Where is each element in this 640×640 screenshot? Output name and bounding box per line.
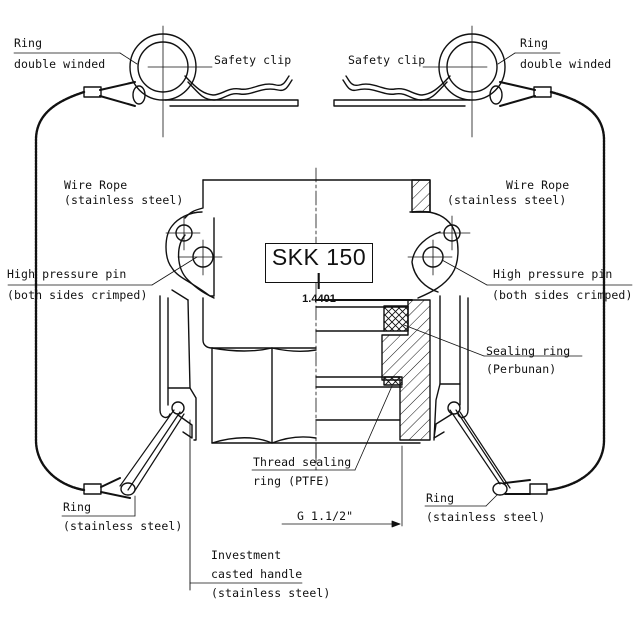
label-sealing-ring-line1: Sealing ring <box>486 344 571 358</box>
label-wire-rope-left-line1: Wire Rope <box>64 178 128 192</box>
label-pin-left-line2: (both sides crimped) <box>7 288 148 302</box>
label-ring-top-left-line1: Ring <box>14 36 43 50</box>
label-ring-top-right-line2: double winded <box>520 57 612 71</box>
leader-lines <box>7 52 633 584</box>
label-thread-sealing-line2: ring (PTFE) <box>253 474 331 488</box>
label-ring-bottom-right-line2: (stainless steel) <box>426 510 546 524</box>
label-wire-rope-left-line2: (stainless steel) <box>64 193 184 207</box>
label-handle-line2: casted handle <box>211 567 303 581</box>
nameplate-model: SKK 150 I <box>271 244 367 294</box>
label-thread-sealing-line1: Thread sealing <box>253 455 352 469</box>
label-ring-bottom-left-line2: (stainless steel) <box>63 519 183 533</box>
nameplate-material: 1.4401 <box>302 293 336 305</box>
handle-left <box>119 289 197 591</box>
cam-arm-left <box>165 211 223 299</box>
label-pin-right-line1: High pressure pin <box>493 267 613 281</box>
safety-clip-right <box>333 75 471 107</box>
label-ring-top-left-line2: double winded <box>14 57 106 71</box>
label-safety-clip-right: Safety clip <box>348 53 426 67</box>
label-pin-right-line2: (both sides crimped) <box>492 288 633 302</box>
wire-rope-right <box>546 90 606 492</box>
wire-rope-left <box>34 90 86 492</box>
label-thread-size: G 1.1/2" <box>297 509 354 523</box>
nameplate: SKK 150 I 1.4401 <box>265 243 373 305</box>
label-handle-line3: (stainless steel) <box>211 586 331 600</box>
label-wire-rope-right-line1: Wire Rope <box>506 178 570 192</box>
label-ring-top-right-line1: Ring <box>520 36 549 50</box>
ring-double-winded-right <box>422 25 506 138</box>
label-pin-left-line1: High pressure pin <box>7 267 127 281</box>
label-sealing-ring-line2: (Perbunan) <box>486 362 557 376</box>
label-ring-bottom-right-line1: Ring <box>426 491 455 505</box>
safety-clip-left <box>164 75 299 107</box>
cam-arm-right <box>407 210 471 299</box>
rope-eye-bottom-left <box>83 477 136 499</box>
ring-double-winded-left <box>129 25 213 138</box>
handle-right <box>433 295 511 489</box>
rope-eye-bottom-right <box>492 479 548 496</box>
label-handle-line1: Investment <box>211 548 282 562</box>
coupling-body <box>184 179 431 444</box>
label-wire-rope-right-line2: (stainless steel) <box>447 193 567 207</box>
label-ring-bottom-left-line1: Ring <box>63 500 92 514</box>
label-safety-clip-left: Safety clip <box>214 53 292 67</box>
